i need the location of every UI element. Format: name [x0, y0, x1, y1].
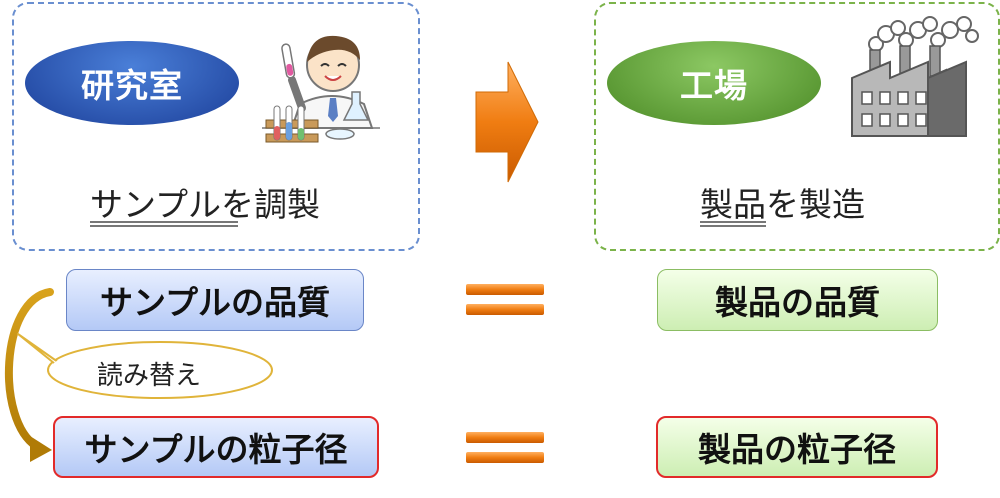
factory-label: 工場: [607, 41, 821, 125]
product-particle-size-box: 製品の粒子径: [656, 416, 938, 478]
sample-particle-size-box: サンプルの粒子径: [53, 416, 379, 478]
curved-arrow-icon: [4, 288, 54, 462]
factory-caption-underline-2: [700, 225, 766, 227]
equals-icon: [466, 284, 544, 315]
scientist-icon: [262, 35, 380, 143]
factory-panel: [594, 2, 1000, 251]
lab-panel: [12, 2, 420, 251]
speech-bubble: [17, 333, 273, 399]
factory-caption: 製品を製造: [700, 185, 865, 224]
lab-caption-underline-2: [90, 225, 238, 227]
lab-caption: サンプルを調製: [90, 185, 321, 224]
product-quality-box: 製品の品質: [657, 269, 938, 331]
reinterpret-bubble-text: 読み替え: [97, 361, 202, 391]
factory-caption-underline: [700, 221, 766, 223]
sample-quality-box: サンプルの品質: [66, 269, 364, 331]
arrow-right-icon: [475, 61, 539, 183]
lab-caption-underline: [90, 221, 238, 223]
factory-icon: [851, 16, 979, 137]
equals-icon-2: [466, 432, 544, 463]
lab-label: 研究室: [25, 41, 239, 125]
